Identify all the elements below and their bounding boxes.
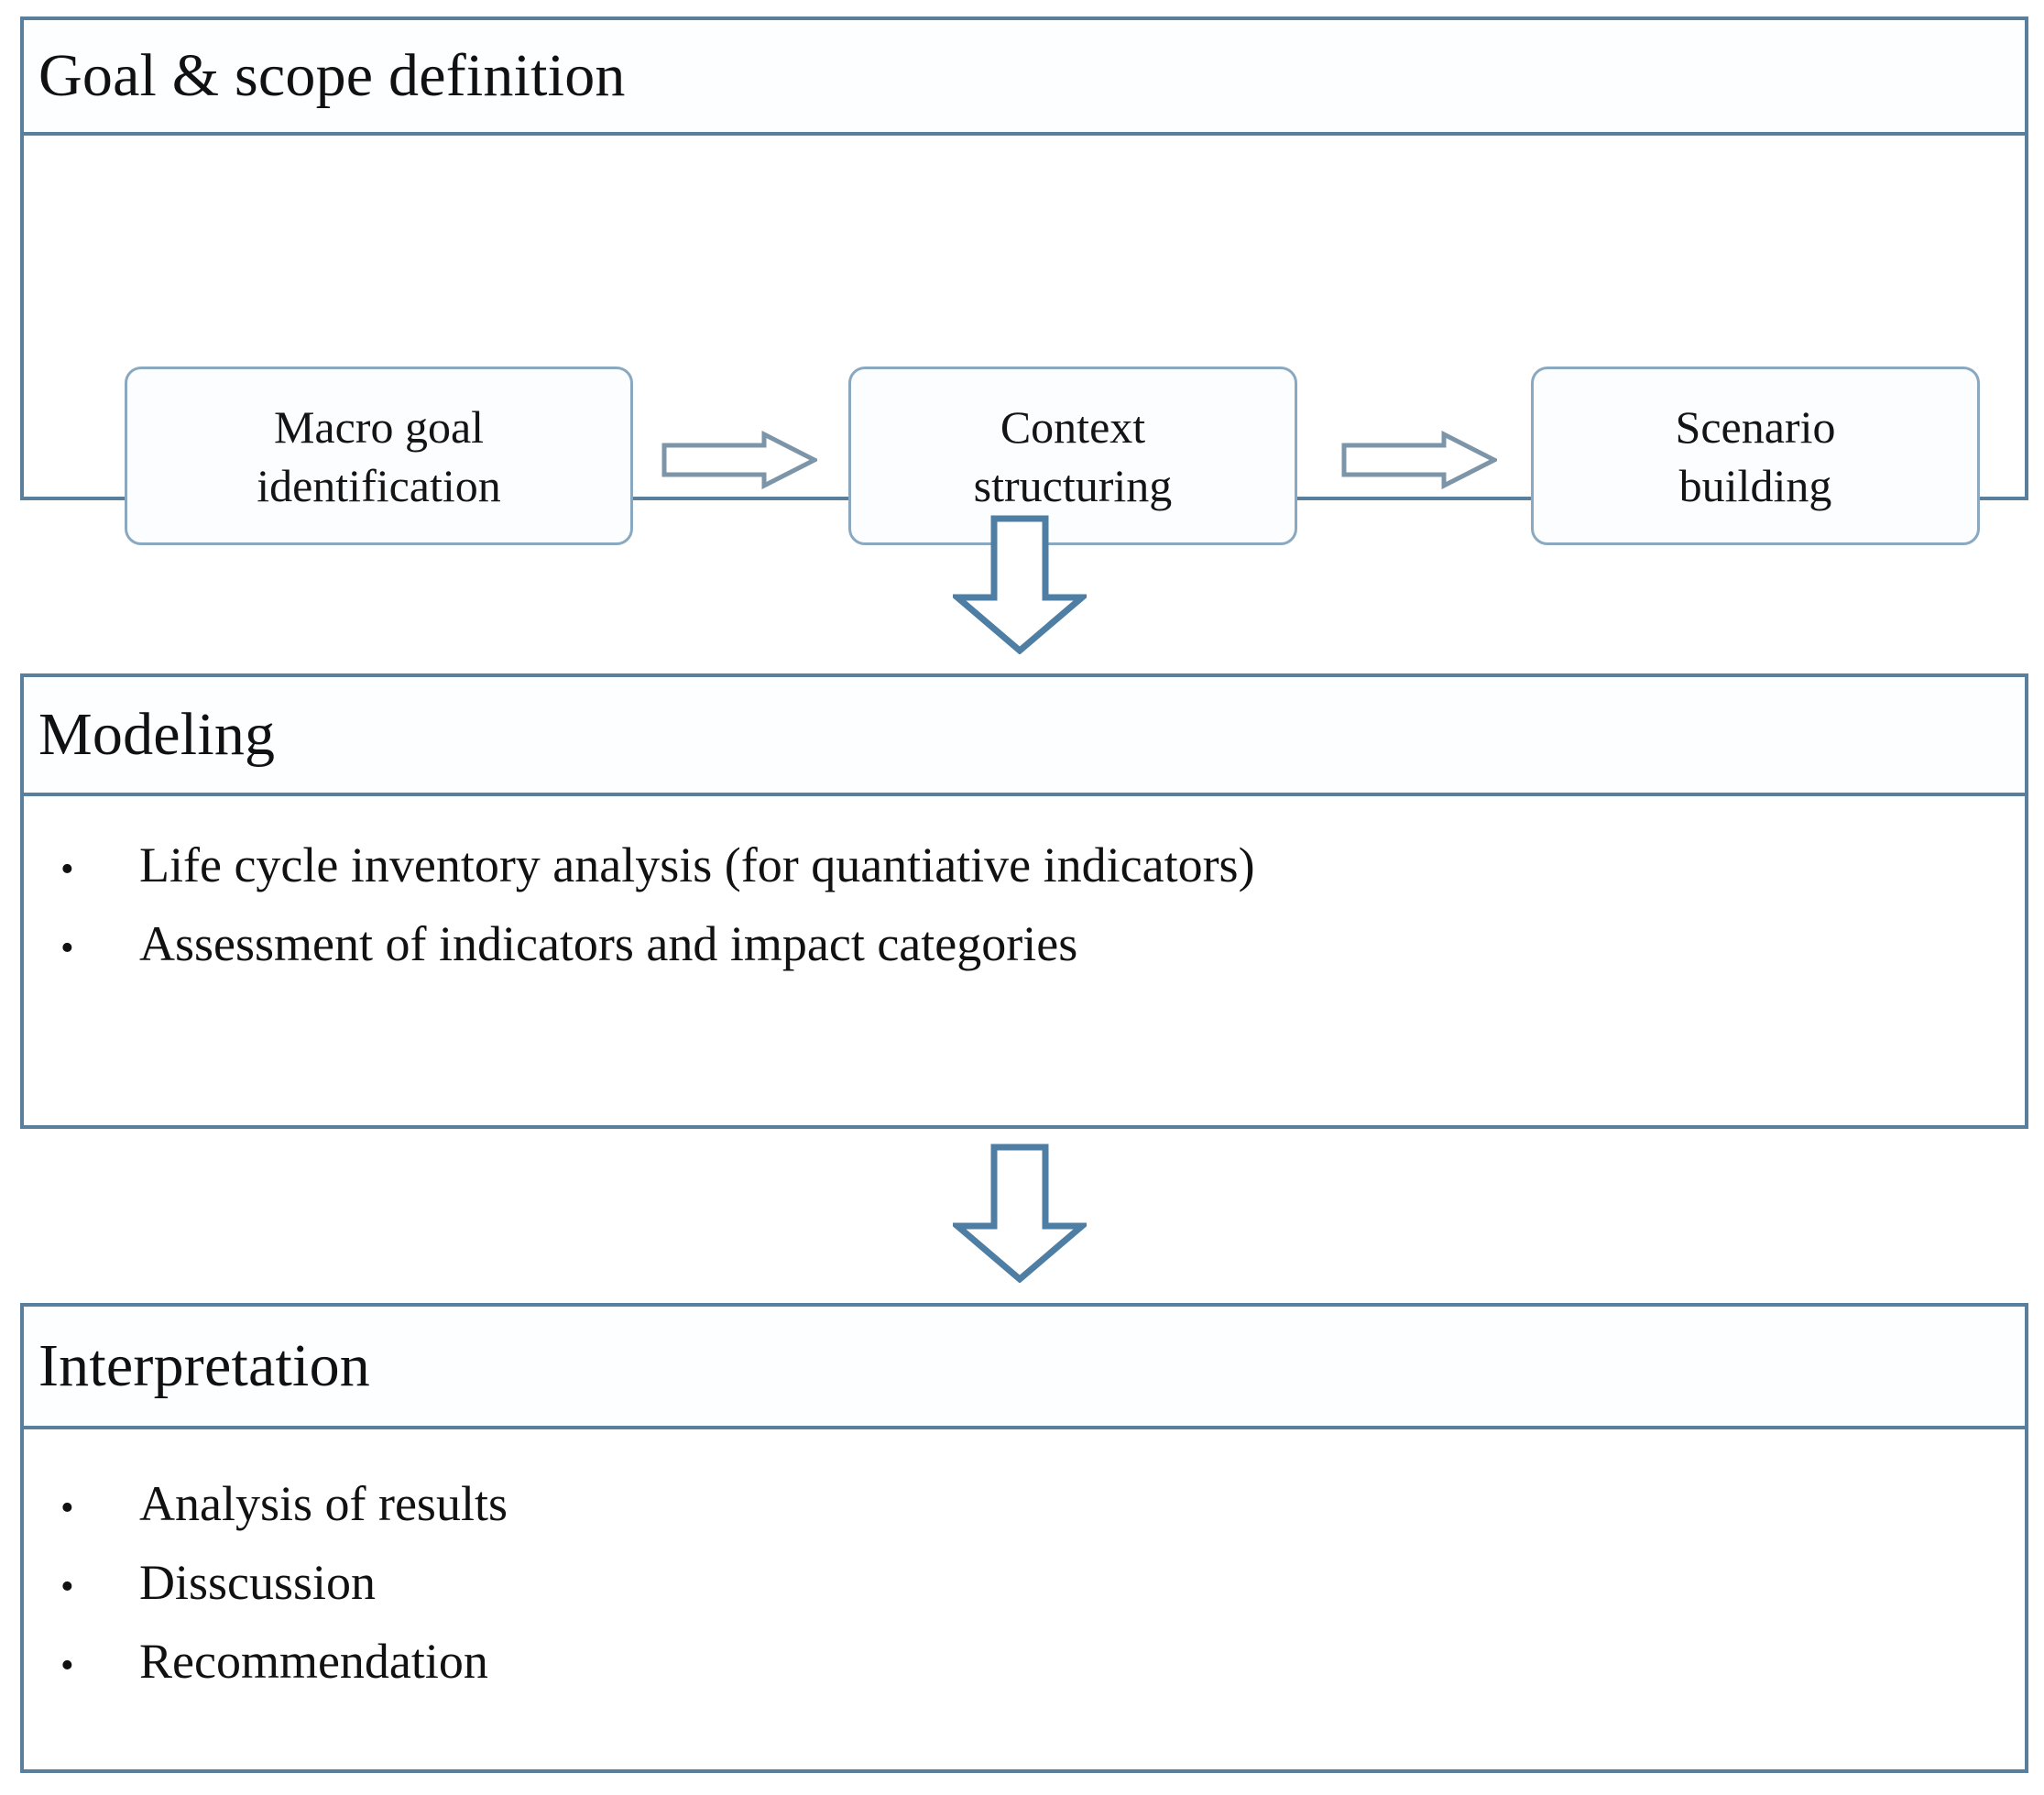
step-label-context-structuring: Context structuring	[963, 398, 1184, 515]
bullet-text: Recommendation	[139, 1634, 488, 1689]
bullet-dot-icon: •	[60, 1566, 74, 1608]
bullet-text: Assessment of indicators and impact cate…	[139, 916, 1078, 971]
step-label-line1: Context	[1000, 400, 1146, 453]
step-label-macro-goal: Macro goal identification	[246, 398, 512, 515]
bullet-text: Disscussion	[139, 1555, 377, 1610]
section-modeling: Modeling • Life cycle inventory analysis…	[20, 673, 2028, 1129]
bullet-dot-icon: •	[60, 927, 74, 969]
modeling-bullet-list: • Life cycle inventory analysis (for qua…	[60, 840, 1255, 998]
section-header-modeling: Modeling	[24, 677, 2025, 796]
step-label-scenario-building: Scenario building	[1665, 398, 1847, 515]
list-item: • Recommendation	[60, 1636, 508, 1686]
bullet-text: Analysis of results	[139, 1476, 508, 1531]
section-body-interpretation: • Analysis of results • Disscussion • Re…	[24, 1429, 2025, 1769]
step-label-line1: Scenario	[1675, 400, 1836, 453]
arrow-right-icon-step1-to-step2	[661, 430, 820, 490]
step-box-scenario-building[interactable]: Scenario building	[1531, 367, 1980, 545]
list-item: • Life cycle inventory analysis (for qua…	[60, 840, 1255, 890]
step-label-line2: structuring	[973, 459, 1173, 511]
list-item: • Analysis of results	[60, 1479, 508, 1528]
section-title-interpretation: Interpretation	[38, 1332, 370, 1399]
bullet-dot-icon: •	[60, 1645, 74, 1687]
section-body-modeling: • Life cycle inventory analysis (for qua…	[24, 796, 2025, 1125]
section-title-goal-scope: Goal & scope definition	[38, 42, 626, 109]
step-box-context-structuring[interactable]: Context structuring	[848, 367, 1297, 545]
section-header-goal-scope: Goal & scope definition	[24, 20, 2025, 136]
bullet-dot-icon: •	[60, 848, 74, 891]
step-label-line1: Macro goal	[273, 400, 485, 453]
step-label-line2: building	[1678, 459, 1832, 511]
section-title-modeling: Modeling	[38, 701, 276, 768]
interpretation-bullet-list: • Analysis of results • Disscussion • Re…	[60, 1479, 508, 1715]
section-goal-scope-definition: Goal & scope definition Macro goal ident…	[20, 16, 2028, 545]
step-box-macro-goal-identification[interactable]: Macro goal identification	[125, 367, 633, 545]
list-item: • Disscussion	[60, 1558, 508, 1607]
arrow-down-icon-goal-to-modeling	[948, 515, 1091, 655]
list-item: • Assessment of indicators and impact ca…	[60, 919, 1255, 969]
bullet-text: Life cycle inventory analysis (for quant…	[139, 837, 1255, 892]
arrow-right-icon-step2-to-step3	[1341, 430, 1500, 490]
arrow-down-icon-modeling-to-interpretation	[948, 1144, 1091, 1284]
bullet-dot-icon: •	[60, 1487, 74, 1529]
steps-row: Macro goal identification Context struct…	[24, 136, 2025, 545]
step-label-line2: identification	[257, 459, 501, 511]
section-body-goal-scope: Macro goal identification Context struct…	[24, 136, 2025, 545]
section-header-interpretation: Interpretation	[24, 1307, 2025, 1429]
section-interpretation: Interpretation • Analysis of results • D…	[20, 1303, 2028, 1773]
